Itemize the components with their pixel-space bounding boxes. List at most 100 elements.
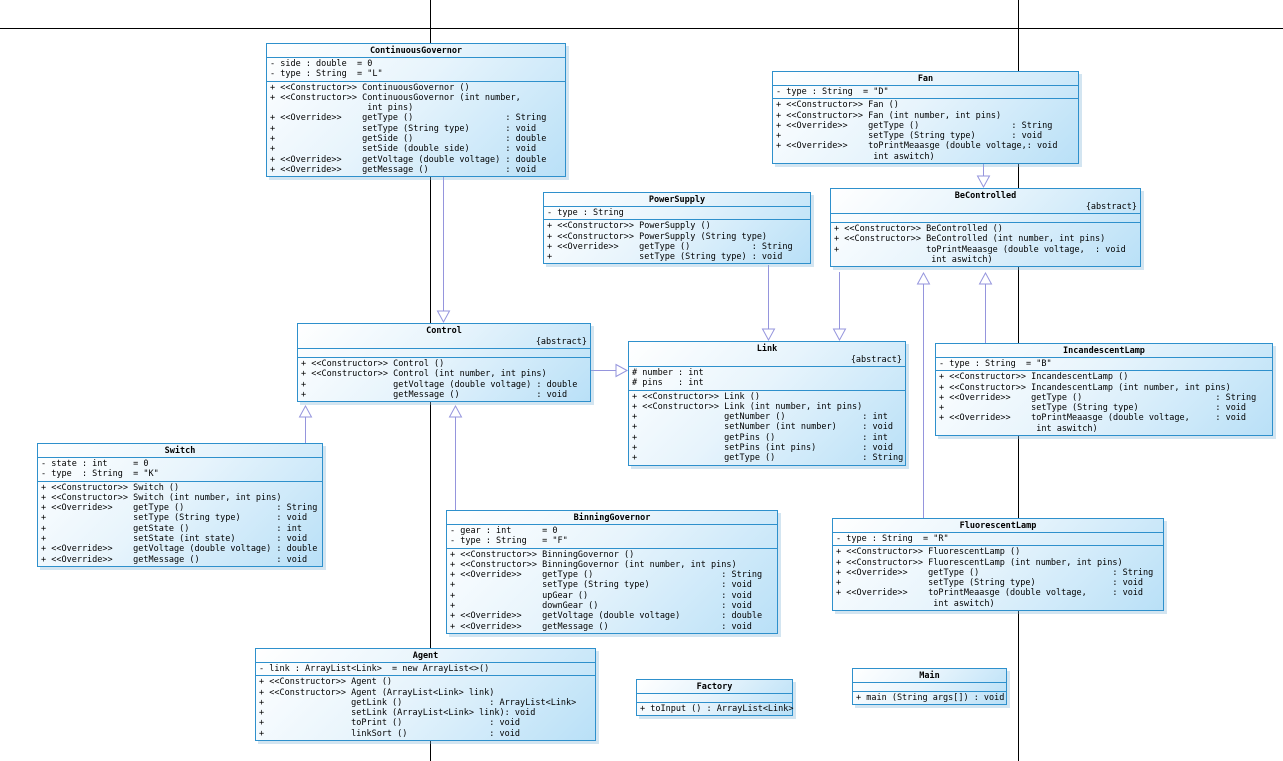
class-fan[interactable]: Fan - type : String = "D" + <<Constructo… xyxy=(772,71,1079,165)
member-line: + setSide (double side) : void xyxy=(270,144,537,155)
class-control[interactable]: Control {abstract} + <<Constructor>> Con… xyxy=(297,323,591,403)
member-line: + getPins () : int xyxy=(632,432,888,443)
member-line: + <<Override>> getType () : String xyxy=(776,120,1053,131)
class-incandescentlamp[interactable]: IncandescentLamp - type : String = "B" +… xyxy=(935,343,1273,437)
class-title: IncandescentLamp xyxy=(1063,346,1145,356)
attributes-compartment: - type : String = "R" xyxy=(833,532,1163,545)
member-line: int aswitch) xyxy=(776,151,935,162)
class-binninggovernor[interactable]: BinningGovernor - gear : int = 0- type :… xyxy=(446,510,778,634)
class-title: Fan xyxy=(917,74,934,84)
member-line: + <<Override>> getVoltage (double voltag… xyxy=(270,154,547,165)
member-line: + <<Override>> getType () : String xyxy=(450,570,763,581)
member-line: + setType (String type) : void xyxy=(41,513,308,524)
methods-compartment: + <<Constructor>> Fan ()+ <<Constructor>… xyxy=(773,98,1078,163)
member-line: + <<Constructor>> Control (int number, i… xyxy=(301,369,547,380)
member-line: + setLink (ArrayList<Link> link): void xyxy=(259,708,536,719)
member-line: - type : String = "B" xyxy=(939,359,1052,369)
member-line: + setPins (int pins) : void xyxy=(632,443,893,454)
methods-compartment: + <<Constructor>> BinningGovernor ()+ <<… xyxy=(447,547,777,633)
abstract-tag: {abstract} xyxy=(535,337,587,347)
member-line: + <<Constructor>> Link () xyxy=(632,391,760,402)
methods-compartment: + main (String args[]) : void xyxy=(853,691,1006,704)
member-line: + <<Override>> getType () : String xyxy=(836,567,1154,578)
member-line: + <<Override>> toPrintMeaasge (double vo… xyxy=(776,141,1058,152)
class-powersupply[interactable]: PowerSupply - type : String + <<Construc… xyxy=(543,192,811,265)
member-line: + <<Override>> getType () : String xyxy=(939,392,1257,403)
member-line: + <<Override>> getType () : String xyxy=(270,113,547,124)
class-title: Link xyxy=(756,344,778,354)
class-continuousgovernor[interactable]: ContinuousGovernor - side : double = 0- … xyxy=(266,43,566,178)
member-line: - side : double = 0 xyxy=(270,59,373,69)
member-line: - type : String = "K" xyxy=(41,469,159,480)
member-line: + main (String args[]) : void xyxy=(856,693,1005,703)
member-line: - type : String = "F" xyxy=(450,536,568,547)
class-becontrolled[interactable]: BeControlled {abstract} + <<Constructor>… xyxy=(830,188,1141,268)
member-line: - type : String = "D" xyxy=(776,87,889,97)
class-agent[interactable]: Agent - link : ArrayList<Link> = new Arr… xyxy=(255,648,596,742)
attributes-compartment xyxy=(853,682,1006,691)
class-main[interactable]: Main + main (String args[]) : void xyxy=(852,668,1007,706)
attributes-compartment: - gear : int = 0- type : String = "F" xyxy=(447,524,777,548)
member-line: + getType () : String xyxy=(632,453,904,464)
generalization-powersupply-link[interactable] xyxy=(761,265,776,342)
member-line: + <<Constructor>> BeControlled (int numb… xyxy=(834,234,1106,245)
class-fluorescentlamp[interactable]: FluorescentLamp - type : String = "R" + … xyxy=(832,518,1164,612)
member-line: + <<Constructor>> FluorescentLamp () xyxy=(836,547,1021,558)
methods-compartment: + <<Constructor>> Control ()+ <<Construc… xyxy=(298,357,590,401)
member-line: + <<Constructor>> BeControlled () xyxy=(834,224,1003,234)
class-switch[interactable]: Switch - state : int = 0- type : String … xyxy=(37,443,323,567)
methods-compartment: + <<Constructor>> Agent ()+ <<Constructo… xyxy=(256,675,595,740)
methods-compartment: + <<Constructor>> FluorescentLamp ()+ <<… xyxy=(833,545,1163,610)
member-line: - link : ArrayList<Link> = new ArrayList… xyxy=(259,664,490,674)
member-line: + <<Override>> toPrintMeaasge (double vo… xyxy=(836,588,1144,599)
member-line: + setNumber (int number) : void xyxy=(632,422,893,433)
generalization-switch-control[interactable] xyxy=(298,404,313,443)
generalization-becontrolled-link[interactable] xyxy=(832,272,847,342)
member-line: + getNumber () : int xyxy=(632,412,888,423)
methods-compartment: + <<Constructor>> Link ()+ <<Constructor… xyxy=(629,389,905,465)
generalization-binninggovernor-control[interactable] xyxy=(448,404,463,510)
attributes-compartment: - state : int = 0- type : String = "K" xyxy=(38,457,322,481)
member-line: + <<Constructor>> Control () xyxy=(301,359,445,369)
member-line: + setType (String type) : void xyxy=(776,131,1043,142)
member-line: + toInput () : ArrayList<Link> xyxy=(640,704,794,714)
member-line: + getVoltage (double voltage) : double xyxy=(301,379,578,390)
member-line: - state : int = 0 xyxy=(41,459,149,469)
class-link[interactable]: Link {abstract} # number : int# pins : i… xyxy=(628,341,906,466)
generalization-incandescentlamp-becontrolled[interactable] xyxy=(978,271,993,343)
class-title: PowerSupply xyxy=(648,195,706,205)
member-line: + <<Constructor>> IncandescentLamp () xyxy=(939,372,1129,383)
member-line: + <<Override>> getVoltage (double voltag… xyxy=(41,544,318,555)
methods-compartment: + toInput () : ArrayList<Link> xyxy=(637,702,794,715)
attributes-compartment: - side : double = 0- type : String = "L" xyxy=(267,57,565,81)
member-line: + getMessage () : void xyxy=(301,389,568,400)
member-line: + <<Override>> getType () : String xyxy=(547,241,793,252)
attributes-compartment: - type : String xyxy=(544,206,810,219)
class-title: FluorescentLamp xyxy=(959,521,1037,531)
methods-compartment: + <<Constructor>> IncandescentLamp () + <… xyxy=(936,370,1272,435)
member-line: + setType (String type) : void xyxy=(939,403,1247,414)
member-line: + <<Constructor>> ContinuousGovernor (in… xyxy=(270,92,521,103)
class-title: ContinuousGovernor xyxy=(369,46,463,56)
class-factory[interactable]: Factory + toInput () : ArrayList<Link> xyxy=(636,679,794,717)
member-line: + <<Constructor>> FluorescentLamp (int n… xyxy=(836,557,1123,568)
member-line: + <<Constructor>> Agent (ArrayList<Link>… xyxy=(259,687,495,698)
class-title: Switch xyxy=(164,446,196,456)
member-line: + <<Constructor>> Switch () xyxy=(41,482,180,493)
member-line: + <<Override>> getMessage () : void xyxy=(450,621,752,632)
member-line: + getState () : int xyxy=(41,523,302,534)
member-line: int aswitch) xyxy=(836,598,995,609)
generalization-fluorescentlamp-becontrolled[interactable] xyxy=(916,271,931,518)
member-line: + <<Override>> getVoltage (double voltag… xyxy=(450,611,763,622)
member-line: + <<Constructor>> BinningGovernor (int n… xyxy=(450,559,737,570)
member-line: + setType (String type) : void xyxy=(450,580,752,591)
member-line: # pins : int xyxy=(632,378,704,389)
member-line: + <<Constructor>> Agent () xyxy=(259,677,393,688)
class-title: BinningGovernor xyxy=(573,513,651,523)
methods-compartment: + <<Constructor>> ContinuousGovernor ()+… xyxy=(267,80,565,177)
generalization-continuousgovernor-control[interactable] xyxy=(436,176,451,324)
generalization-control-link[interactable] xyxy=(591,363,629,378)
member-line: + <<Constructor>> PowerSupply () xyxy=(547,221,711,232)
methods-compartment: + <<Constructor>> Switch ()+ <<Construct… xyxy=(38,480,322,566)
